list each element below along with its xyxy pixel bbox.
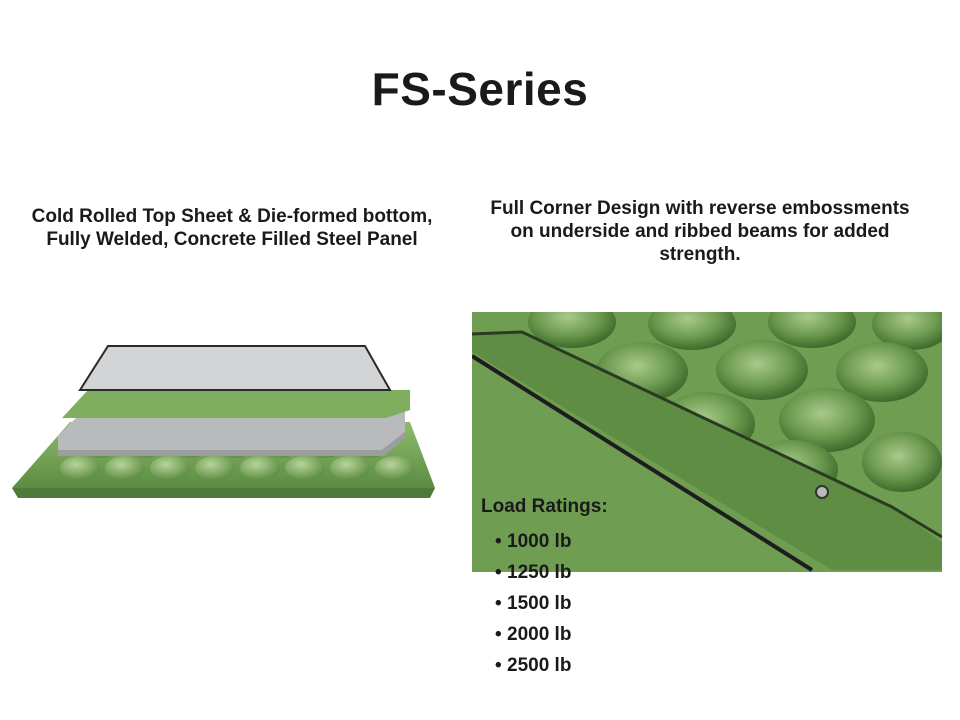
- load-ratings: Load Ratings: •1000 lb •1250 lb •1500 lb…: [481, 496, 608, 681]
- list-item: •1000 lb: [495, 531, 572, 552]
- load-ratings-list: •1000 lb •1250 lb •1500 lb •2000 lb •250…: [481, 526, 608, 681]
- load-ratings-heading: Load Ratings:: [481, 496, 608, 517]
- list-item: •2000 lb: [495, 624, 572, 645]
- list-item: •2500 lb: [495, 655, 572, 676]
- page-title: FS-Series: [371, 63, 589, 115]
- panel-cutaway-image: [12, 345, 435, 498]
- panel-corner-image: [472, 312, 942, 572]
- right-caption: Full Corner Design with reverse embossme…: [490, 198, 910, 265]
- list-item: •1500 lb: [495, 593, 572, 614]
- left-caption: Cold Rolled Top Sheet & Die-formed botto…: [31, 206, 433, 250]
- list-item: •1250 lb: [495, 562, 572, 583]
